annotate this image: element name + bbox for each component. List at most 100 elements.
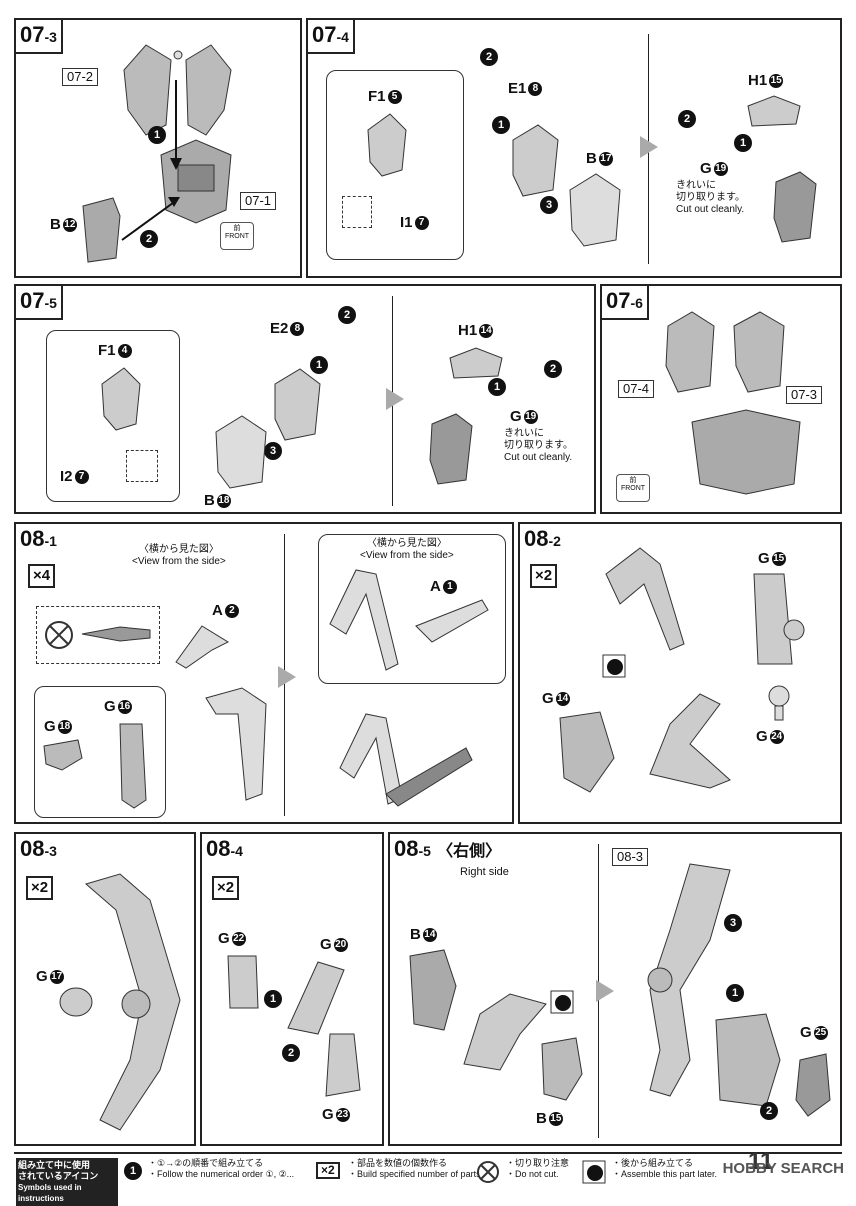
- legend-cut: ・切り取り注意・Do not cut.: [506, 1158, 570, 1179]
- shoulder-inner-illustration: [274, 368, 321, 441]
- shield-assembly-illustration: [715, 1013, 781, 1107]
- cut-detail-box: [342, 196, 372, 228]
- next-arrow: [278, 666, 296, 688]
- step-title: 07-4: [308, 20, 355, 54]
- shoulder-armor-pair-illustration: [123, 44, 232, 136]
- step-number-1: 1: [734, 134, 752, 152]
- part-g23-illustration: [325, 1033, 361, 1097]
- claw-arm-illustration: [205, 687, 267, 801]
- step-number-2: 2: [480, 48, 498, 66]
- do-not-cut-icon: [45, 621, 73, 649]
- step-number-3: 3: [724, 914, 742, 932]
- part-a2-tip-illustration: [81, 626, 151, 642]
- part-g17-illustration: [59, 987, 93, 1017]
- quantity-badge: ×2: [26, 876, 54, 900]
- legend-count-icon: ×2: [316, 1162, 340, 1179]
- ref-label-08-3: 08-3: [612, 848, 649, 866]
- arrow-step-2: [121, 197, 180, 241]
- part-a2-illustration: [175, 625, 230, 669]
- part-b14-illustration: [409, 949, 457, 1031]
- shoulder-armor-illustration: [773, 171, 817, 243]
- step-title: 07-6: [602, 286, 649, 320]
- shoulder-pair-illustration: [665, 311, 785, 393]
- view-from-side-label: 〈横から見た図〉<View from the side>: [360, 538, 454, 561]
- step-number-1: 1: [492, 116, 510, 134]
- step-number-3: 3: [540, 196, 558, 214]
- lower-claw-illustration: [649, 693, 731, 789]
- step-number-2: 2: [140, 230, 158, 248]
- arrow-step-1: [170, 80, 182, 170]
- step-title: 07-3: [16, 20, 63, 54]
- quantity-badge: ×4: [28, 564, 56, 588]
- step-number-1: 1: [148, 126, 166, 144]
- quantity-badge: ×2: [212, 876, 240, 900]
- assemble-later-icon: [550, 990, 574, 1014]
- cut-cleanly-note: きれいに切り取ります。Cut out cleanly.: [504, 428, 573, 463]
- shoulder-inner-illustration: [512, 124, 559, 197]
- step-number-2: 2: [760, 1102, 778, 1120]
- step-number-2: 2: [282, 1044, 300, 1062]
- claw-assembled-illustration: [647, 863, 731, 1097]
- cut-detail-box: [126, 450, 158, 482]
- step-title: 08-2: [524, 526, 561, 551]
- chest-part-b12-illustration: [82, 197, 121, 263]
- step-number-1: 1: [310, 356, 328, 374]
- part-g16-illustration: [119, 723, 147, 809]
- part-g22-illustration: [227, 955, 259, 1009]
- order-icon: 1: [124, 1162, 142, 1180]
- right-side-label: Right side: [460, 866, 509, 878]
- do-not-cut-icon: [477, 1161, 499, 1183]
- next-arrow: [386, 388, 404, 410]
- assemble-later-icon: [602, 654, 626, 678]
- cut-cleanly-note: きれいに切り取ります。Cut out cleanly.: [676, 180, 745, 215]
- part-g18-illustration: [43, 739, 83, 771]
- shoulder-armor-illustration: [429, 413, 473, 485]
- next-arrow: [640, 136, 658, 158]
- step-title: 08-3: [20, 836, 57, 861]
- claw-assembled-illustration: [339, 713, 473, 807]
- legend-count: ・部品を数値の個数作る・Build specified number of pa…: [348, 1158, 484, 1179]
- part-g25-illustration: [795, 1053, 831, 1117]
- torso-assembled-illustration: [691, 409, 801, 495]
- part-h1-illustration: [747, 95, 801, 127]
- part-g15-illustration: [753, 573, 805, 665]
- view-from-side-label: 〈横から見た図〉<View from the side>: [132, 544, 226, 567]
- part-h1-illustration: [449, 347, 503, 379]
- next-arrow: [596, 980, 614, 1002]
- watermark: HOBBY SEARCH: [722, 1160, 844, 1177]
- legend-order: ・①→②の順番で組み立てる・Follow the numerical order…: [148, 1158, 295, 1179]
- part-g24-illustration: [768, 685, 790, 721]
- step-number-1: 1: [726, 984, 744, 1002]
